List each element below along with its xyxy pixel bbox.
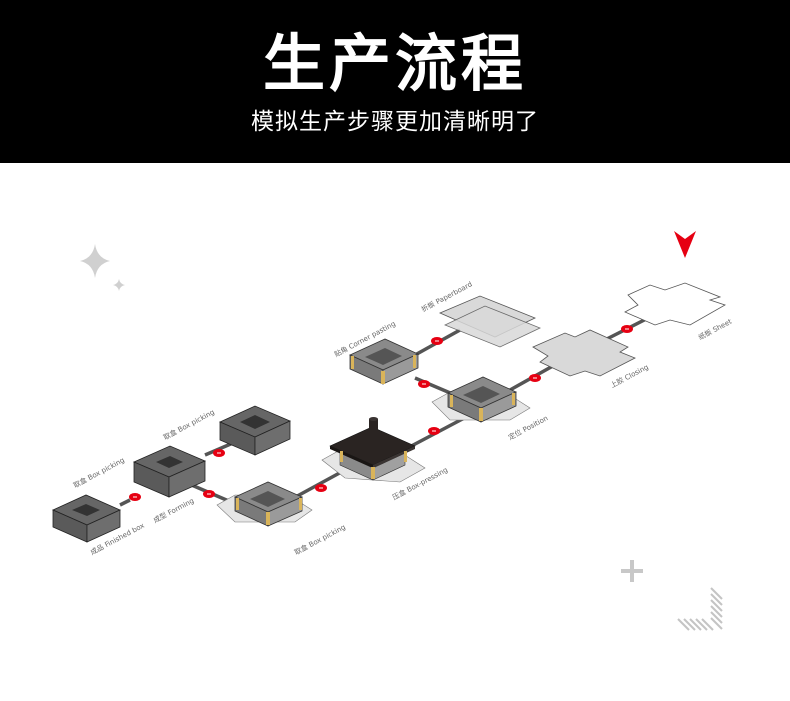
page-subtitle: 模拟生产步骤更加清晰明了 xyxy=(251,109,539,135)
start-arrow-icon xyxy=(674,231,696,258)
step-closing: 上胶 Closing xyxy=(532,329,650,390)
svg-text:成型 Forming: 成型 Forming xyxy=(152,496,196,525)
svg-text:取盒 Box picking: 取盒 Box picking xyxy=(293,522,347,557)
step-box-picking-open: 取盒 Box picking xyxy=(216,481,347,557)
step-box-picking-top xyxy=(219,405,291,456)
svg-text:取盒 Box picking: 取盒 Box picking xyxy=(162,407,216,442)
production-flow-diagram: 纸板 Sheet 上胶 Closing 折板 Paperboard 贴角 Cor… xyxy=(0,163,790,697)
svg-text:纸板 Sheet: 纸板 Sheet xyxy=(697,317,734,342)
hatched-corner-icon xyxy=(677,587,723,631)
step-paperboard: 折板 Paperboard xyxy=(420,279,541,348)
sparkle-small-icon xyxy=(113,279,125,291)
step-sheet: 纸板 Sheet xyxy=(624,282,734,342)
plus-icon xyxy=(621,560,643,582)
step-finished-box: 成品 Finished box 取盒 Box picking xyxy=(52,455,146,557)
step-forming: 成型 Forming 取盒 Box picking xyxy=(133,407,216,525)
page-title: 生产流程 xyxy=(262,27,527,100)
svg-text:取盒 Box picking: 取盒 Box picking xyxy=(72,455,126,490)
step-corner-pasting: 贴角 Corner pasting xyxy=(333,319,419,385)
sparkle-large-icon xyxy=(80,244,110,278)
step-position: 定位 Position xyxy=(431,376,549,442)
header-banner: 生产流程 模拟生产步骤更加清晰明了 xyxy=(0,0,790,163)
